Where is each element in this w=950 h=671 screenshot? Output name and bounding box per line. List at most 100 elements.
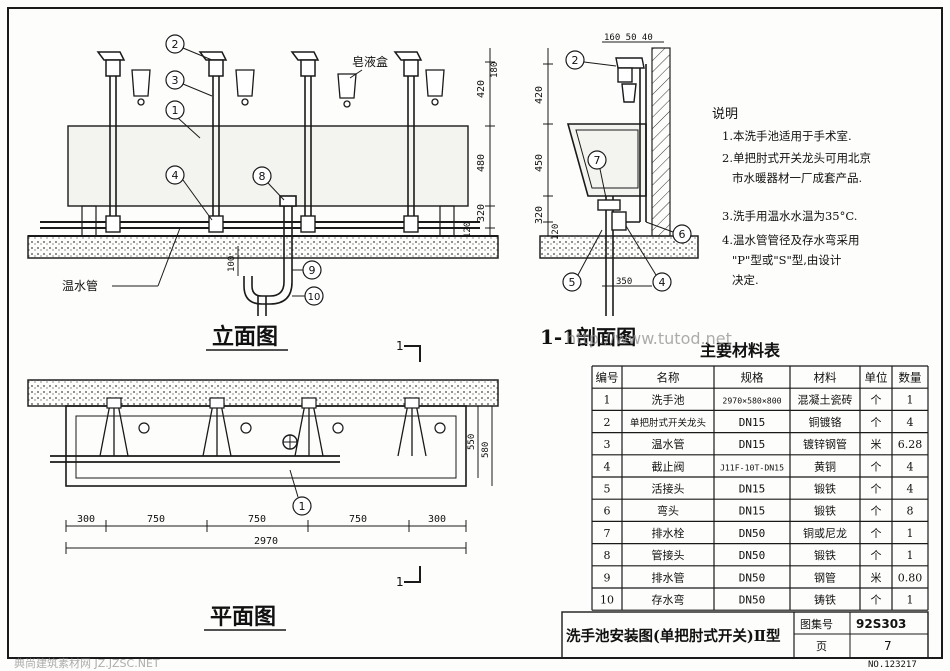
table-title: 主要材料表: [700, 341, 781, 360]
hot-water-label: 温水管: [62, 278, 98, 293]
table-cell: 温水管: [652, 437, 685, 451]
page-number: 7: [884, 639, 892, 653]
section-basin: [566, 123, 647, 197]
elev-dim-6: 100: [227, 256, 237, 272]
plan-basin-inner: [75, 415, 457, 479]
section-callout-4: 4: [625, 225, 672, 292]
plan-dim-seg-3: 750: [248, 514, 266, 525]
table-cell: 4: [604, 460, 611, 473]
table-cell: DN50: [739, 594, 766, 607]
table-header-cell: 规格: [741, 371, 764, 385]
elev-dim-3: 320: [476, 204, 487, 222]
atlas-label: 图集号: [800, 617, 833, 631]
svg-text:2: 2: [572, 54, 579, 67]
section-dim-3: 320: [534, 206, 545, 224]
atlas-number: 92S303: [856, 617, 906, 631]
table-cell: 排水管: [652, 570, 685, 584]
table-cell: 0.80: [898, 571, 923, 584]
table-cell: 2970×580×800: [722, 396, 781, 406]
section-cut-marks: 1 1: [396, 339, 421, 589]
table-cell: 铸铁: [814, 593, 836, 607]
table-cell: DN50: [739, 549, 766, 562]
plan-basin-outer: [65, 405, 467, 487]
risers: [109, 62, 415, 222]
table-cell: 2: [604, 416, 611, 429]
table-cell: 米: [871, 571, 882, 584]
table-cell: 9: [604, 571, 611, 584]
table-cell: 5: [604, 483, 611, 496]
section-floor: [539, 235, 699, 259]
section-callouts: 2 7 6 5 4: [562, 50, 692, 292]
table-cell: 个: [871, 483, 882, 496]
note-2: 2.单把肘式开关龙头可用北京 市水暖器材一厂成套产品.: [722, 151, 875, 185]
section-dim-1: 420: [534, 86, 545, 104]
table-cell: DN15: [739, 438, 766, 451]
plan-title: 平面图: [210, 604, 276, 630]
section-callout-2: 2: [565, 50, 617, 70]
drain-trap: [243, 195, 297, 316]
table-cell: 4: [907, 460, 914, 473]
table-cell: 10: [600, 594, 614, 607]
section-callout-6: 6: [645, 221, 692, 244]
table-cell: 1: [907, 394, 914, 407]
svg-text:1: 1: [172, 104, 179, 117]
table-cell: 个: [871, 416, 882, 429]
table-cell: 铜镀铬: [809, 415, 842, 429]
table-cell: 8: [907, 505, 914, 518]
callout-3: 3: [165, 70, 213, 97]
svg-text:10: 10: [308, 292, 321, 303]
valve-icons: [105, 215, 419, 233]
table-header-cell: 材料: [814, 371, 837, 385]
table-cell: 个: [871, 594, 882, 607]
svg-text:8: 8: [259, 170, 266, 183]
table-cell: 4: [907, 483, 914, 496]
table-header-cell: 单位: [865, 371, 888, 385]
notes-heading: 说明: [712, 107, 738, 122]
svg-text:7: 7: [594, 154, 601, 167]
plan-dim-seg-5: 300: [428, 514, 446, 525]
svg-text:1: 1: [396, 575, 404, 589]
note-3: 3.洗手用温水水温为35°C.: [722, 209, 857, 223]
callout-2: 2: [165, 34, 213, 61]
table-cell: 钢管: [814, 570, 836, 584]
svg-text:3: 3: [172, 74, 179, 87]
table-cell: 米: [871, 438, 882, 451]
plan-callout-1: 1: [289, 469, 312, 516]
plan-dim-total: 2970: [254, 536, 278, 547]
elev-dim-2: 480: [476, 154, 487, 172]
svg-text:5: 5: [569, 276, 576, 289]
table-cell: DN15: [739, 416, 766, 429]
plan-dim-seg-2: 750: [147, 514, 165, 525]
footer-watermark: 典尚建筑素材网 JZ.JZSC.NET: [14, 656, 160, 670]
table-cell: 锻铁: [814, 548, 836, 562]
plan-view: 1 300 750 750 750 300 2970 550 580 1: [27, 339, 499, 631]
table-cell: DN50: [739, 571, 766, 584]
callout-9: 9: [292, 260, 322, 280]
plan-drain-icon: [282, 434, 298, 450]
section-view: 160 50 40 420 450 320 120 350 2 7 6: [534, 33, 699, 349]
table-cell: 个: [871, 549, 882, 562]
table-cell: 8: [604, 549, 611, 562]
table-cell: 单把肘式开关龙头: [630, 417, 706, 429]
elev-dim-4: 120: [463, 222, 473, 238]
table-grid: [591, 365, 929, 611]
table-header-cell: 名称: [657, 371, 680, 385]
svg-text:9: 9: [309, 264, 316, 277]
soap-box-icons: [131, 69, 445, 108]
svg-text:6: 6: [679, 228, 686, 241]
section-dim-top: 160 50 40: [604, 33, 653, 43]
table-cell: DN15: [739, 505, 766, 518]
table-header-cell: 数量: [899, 371, 922, 385]
table-cell: 洗手池: [652, 393, 685, 407]
section-dim-4: 120: [551, 224, 561, 240]
table-cell: 弯头: [657, 504, 679, 518]
plan-dim-depth-outer: 580: [481, 442, 491, 458]
table-cell: 锻铁: [814, 482, 836, 496]
table-cell: 锻铁: [814, 504, 836, 518]
table-cell: 6: [604, 505, 611, 518]
table-cell: 1: [907, 594, 914, 607]
table-cell: 黄铜: [814, 459, 836, 473]
table-cell: 截止阀: [652, 459, 685, 473]
